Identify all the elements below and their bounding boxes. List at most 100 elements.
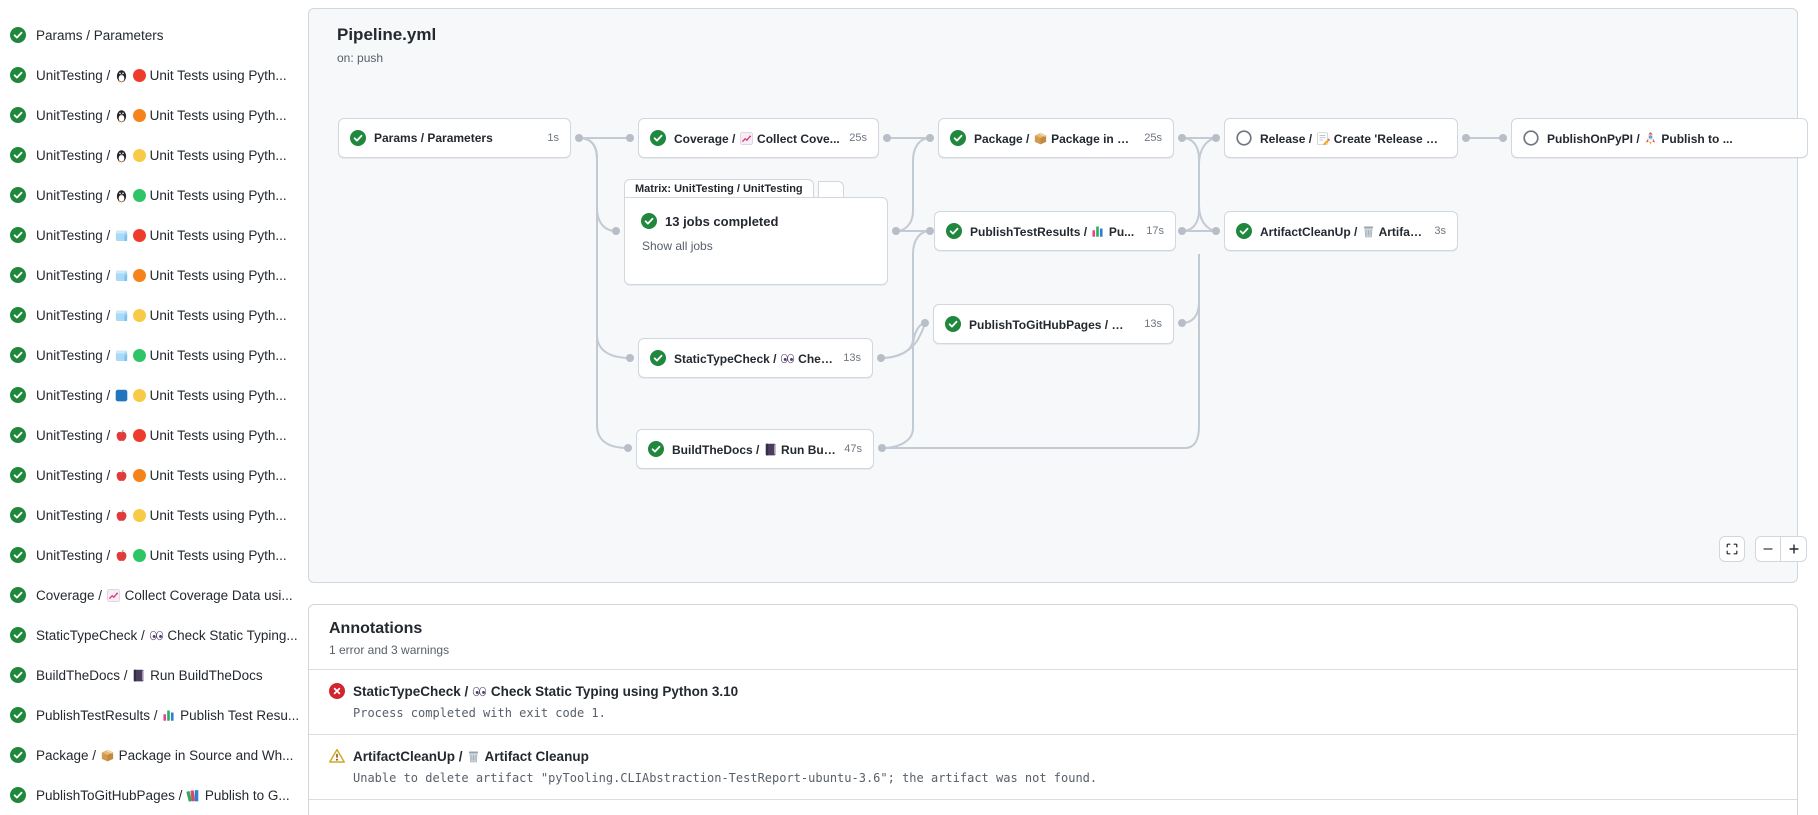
fullscreen-button[interactable]	[1719, 536, 1745, 562]
node-label: Release / Create 'Release P...	[1260, 131, 1438, 146]
graph-node-release[interactable]: Release / Create 'Release P...	[1224, 118, 1458, 158]
success-icon	[10, 667, 26, 683]
success-icon	[641, 213, 657, 229]
node-duration: 25s	[849, 132, 867, 144]
sidebar-item-unittesting-windows-green[interactable]: UnitTesting / Unit Tests using Pyth...	[0, 335, 302, 375]
success-icon	[10, 267, 26, 283]
sidebar-item-unittesting-linux-yellow[interactable]: UnitTesting / Unit Tests using Pyth...	[0, 135, 302, 175]
success-icon	[10, 67, 26, 83]
annotations-title: Annotations	[329, 620, 423, 637]
memo-icon	[1315, 131, 1330, 146]
node-duration: 25s	[1144, 132, 1162, 144]
error-icon	[329, 683, 345, 699]
sidebar-item-buildthedocs[interactable]: BuildTheDocs / Run BuildTheDocs	[0, 655, 302, 695]
graph-node-buildthedocs[interactable]: BuildTheDocs / Run Buil... 47s	[636, 429, 874, 469]
job-label: UnitTesting / Unit Tests using Pyth...	[36, 267, 287, 283]
workflow-graph-card: Pipeline.yml on: push	[308, 8, 1808, 583]
books-icon	[1111, 317, 1126, 332]
wastebasket-icon	[466, 749, 481, 764]
node-duration: 47s	[844, 443, 862, 455]
sidebar-item-unittesting-linux-orange[interactable]: UnitTesting / Unit Tests using Pyth...	[0, 95, 302, 135]
workflow-file-title: Pipeline.yml	[337, 25, 437, 44]
python-yellow-icon	[132, 508, 146, 522]
node-label: Package / Package in So...	[974, 131, 1137, 146]
job-label: StaticTypeCheck / Check Static Typing...	[36, 627, 298, 643]
graph-node-params[interactable]: Params / Parameters 1s	[338, 118, 571, 158]
notebook-icon	[763, 442, 778, 457]
node-label: PublishTestResults / Pu...	[970, 224, 1135, 239]
python-orange-icon	[132, 108, 146, 122]
job-label: UnitTesting / Unit Tests using Pyth...	[36, 507, 287, 523]
job-label: BuildTheDocs / Run BuildTheDocs	[36, 667, 263, 683]
sidebar-item-unittesting-linux-red[interactable]: UnitTesting / Unit Tests using Pyth...	[0, 55, 302, 95]
success-icon	[10, 547, 26, 563]
graph-node-artifactcleanup[interactable]: ArtifactCleanUp / Artifac... 3s	[1224, 211, 1458, 251]
sidebar-item-unittesting-windows-yellow[interactable]: UnitTesting / Unit Tests using Pyth...	[0, 295, 302, 335]
python-yellow-icon	[132, 148, 146, 162]
annotation-message: Process completed with exit code 1.	[353, 706, 606, 720]
ice-cube-icon	[114, 308, 129, 323]
success-icon	[650, 130, 666, 146]
sidebar-item-unittesting-linux-green[interactable]: UnitTesting / Unit Tests using Pyth...	[0, 175, 302, 215]
zoom-out-button[interactable]	[1756, 537, 1782, 561]
annotation-warning-link[interactable]: ArtifactCleanUp / Artifact Cleanup	[329, 748, 1777, 764]
annotation-error-link[interactable]: StaticTypeCheck / Check Static Typing us…	[329, 683, 1777, 699]
graph-node-coverage[interactable]: Coverage / Collect Cove... 25s	[638, 118, 879, 158]
node-label: PublishToGitHubPages / ...	[969, 317, 1137, 332]
linux-icon	[114, 148, 129, 163]
annotations-summary: 1 error and 3 warnings	[329, 643, 450, 657]
graph-node-publishtestresults[interactable]: PublishTestResults / Pu... 17s	[934, 211, 1176, 251]
python-green-icon	[132, 348, 146, 362]
eyes-icon	[780, 351, 795, 366]
graph-node-package[interactable]: Package / Package in So... 25s	[938, 118, 1174, 158]
rocket-icon	[1643, 131, 1658, 146]
chart-increasing-icon	[106, 588, 121, 603]
annotation-message: Unable to delete artifact "pyTooling.CLI…	[353, 771, 1098, 785]
success-icon	[10, 747, 26, 763]
matrix-group-unittesting[interactable]: 13 jobs completed Show all jobs	[624, 197, 888, 285]
node-label: BuildTheDocs / Run Buil...	[672, 442, 837, 457]
sidebar-item-package[interactable]: Package / Package in Source and Wh...	[0, 735, 302, 775]
node-label: PublishOnPyPI / Publish to ...	[1547, 131, 1733, 146]
sidebar-item-unittesting-windows-red[interactable]: UnitTesting / Unit Tests using Pyth...	[0, 215, 302, 255]
sidebar-item-unittesting-macos-yellow[interactable]: UnitTesting / Unit Tests using Pyth...	[0, 495, 302, 535]
python-yellow-icon	[132, 308, 146, 322]
zoom-control-group	[1755, 536, 1807, 562]
sidebar-item-unittesting-bluesquare-yellow[interactable]: UnitTesting / Unit Tests using Pyth...	[0, 375, 302, 415]
success-icon	[950, 130, 966, 146]
sidebar-item-unittesting-macos-green[interactable]: UnitTesting / Unit Tests using Pyth...	[0, 535, 302, 575]
python-red-icon	[132, 68, 146, 82]
apple-icon	[114, 428, 129, 443]
zoom-in-button[interactable]	[1781, 537, 1806, 561]
apple-icon	[114, 548, 129, 563]
sidebar-item-params[interactable]: Params / Parameters	[0, 15, 302, 55]
sidebar-item-unittesting-macos-orange[interactable]: UnitTesting / Unit Tests using Pyth...	[0, 455, 302, 495]
sidebar-item-coverage[interactable]: Coverage / Collect Coverage Data usi...	[0, 575, 302, 615]
sidebar-item-statictypecheck[interactable]: StaticTypeCheck / Check Static Typing...	[0, 615, 302, 655]
job-label: UnitTesting / Unit Tests using Pyth...	[36, 427, 287, 443]
success-icon	[945, 316, 961, 332]
node-label: Params / Parameters	[374, 131, 493, 145]
success-icon	[10, 307, 26, 323]
sidebar-item-unittesting-windows-orange[interactable]: UnitTesting / Unit Tests using Pyth...	[0, 255, 302, 295]
graph-node-statictypecheck[interactable]: StaticTypeCheck / Chec... 13s	[638, 338, 873, 378]
ice-cube-icon	[114, 228, 129, 243]
success-icon	[10, 27, 26, 43]
success-icon	[10, 427, 26, 443]
sidebar-item-publishtestresults[interactable]: PublishTestResults / Publish Test Resu..…	[0, 695, 302, 735]
show-all-jobs-link[interactable]: Show all jobs	[642, 239, 713, 253]
books-icon	[186, 788, 201, 803]
success-icon	[10, 467, 26, 483]
graph-node-publishtogithubpages[interactable]: PublishToGitHubPages / ... 13s	[933, 304, 1174, 344]
job-label: Package / Package in Source and Wh...	[36, 747, 294, 763]
graph-node-publishonpypi[interactable]: PublishOnPyPI / Publish to ...	[1511, 118, 1808, 158]
job-label: UnitTesting / Unit Tests using Pyth...	[36, 147, 287, 163]
python-orange-icon	[132, 268, 146, 282]
success-icon	[10, 507, 26, 523]
blue-square-icon	[114, 388, 129, 403]
sidebar-item-publishtogithubpages[interactable]: PublishToGitHubPages / Publish to G...	[0, 775, 302, 815]
sidebar-item-unittesting-macos-red[interactable]: UnitTesting / Unit Tests using Pyth...	[0, 415, 302, 455]
job-label: UnitTesting / Unit Tests using Pyth...	[36, 387, 287, 403]
job-label: UnitTesting / Unit Tests using Pyth...	[36, 67, 287, 83]
